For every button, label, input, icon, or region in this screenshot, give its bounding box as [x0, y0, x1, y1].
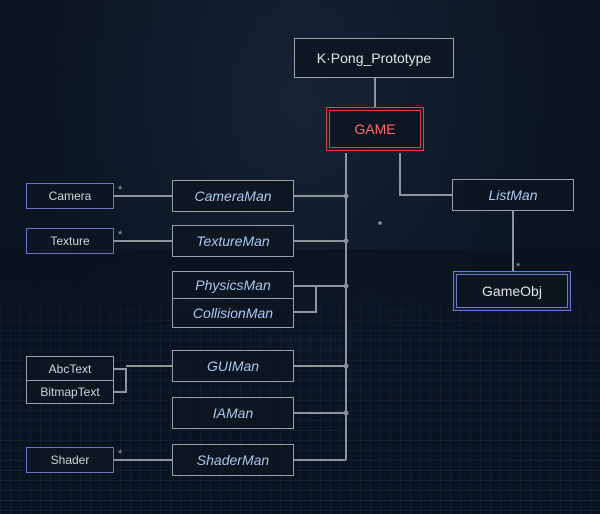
- root-label: K·Pong_Prototype: [316, 50, 432, 66]
- textureman-node: TextureMan: [172, 225, 294, 257]
- gameobj-node: GameObj: [456, 274, 568, 308]
- physicsman-node: PhysicsMan: [172, 271, 294, 299]
- iaman-label: IAMan: [212, 405, 254, 421]
- texture-node: Texture: [26, 228, 114, 254]
- camera-node: Camera: [26, 183, 114, 209]
- textureman-label: TextureMan: [196, 233, 270, 249]
- guiman-node: GUIMan: [172, 350, 294, 382]
- iaman-node: IAMan: [172, 397, 294, 429]
- shader-multiplicity: *: [118, 448, 123, 460]
- root-node: K·Pong_Prototype: [294, 38, 454, 78]
- abctext-label: AbcText: [48, 361, 92, 376]
- collisionman-node: CollisionMan: [172, 298, 294, 328]
- camera-multiplicity: *: [118, 184, 123, 196]
- collisionman-label: CollisionMan: [192, 305, 274, 321]
- shader-node: Shader: [26, 447, 114, 473]
- texture-multiplicity: *: [118, 229, 123, 241]
- texture-label: Texture: [50, 234, 90, 248]
- camera-label: Camera: [48, 189, 92, 203]
- physicsman-label: PhysicsMan: [195, 277, 271, 293]
- bitmaptext-node: BitmapText: [26, 380, 114, 404]
- game-label: GAME: [354, 121, 396, 137]
- abctext-node: AbcText: [26, 356, 114, 381]
- cameraman-label: CameraMan: [194, 188, 272, 204]
- listman-label: ListMan: [488, 187, 538, 203]
- shaderman-node: ShaderMan: [172, 444, 294, 476]
- guiman-label: GUIMan: [206, 358, 260, 374]
- bitmaptext-label: BitmapText: [40, 385, 100, 399]
- gameobj-multiplicity: *: [516, 261, 521, 273]
- gameobj-label: GameObj: [482, 283, 542, 299]
- listman-node: ListMan: [452, 179, 574, 211]
- shaderman-label: ShaderMan: [196, 452, 270, 468]
- game-node: GAME: [329, 110, 421, 148]
- cameraman-node: CameraMan: [172, 180, 294, 212]
- shader-label: Shader: [50, 453, 90, 467]
